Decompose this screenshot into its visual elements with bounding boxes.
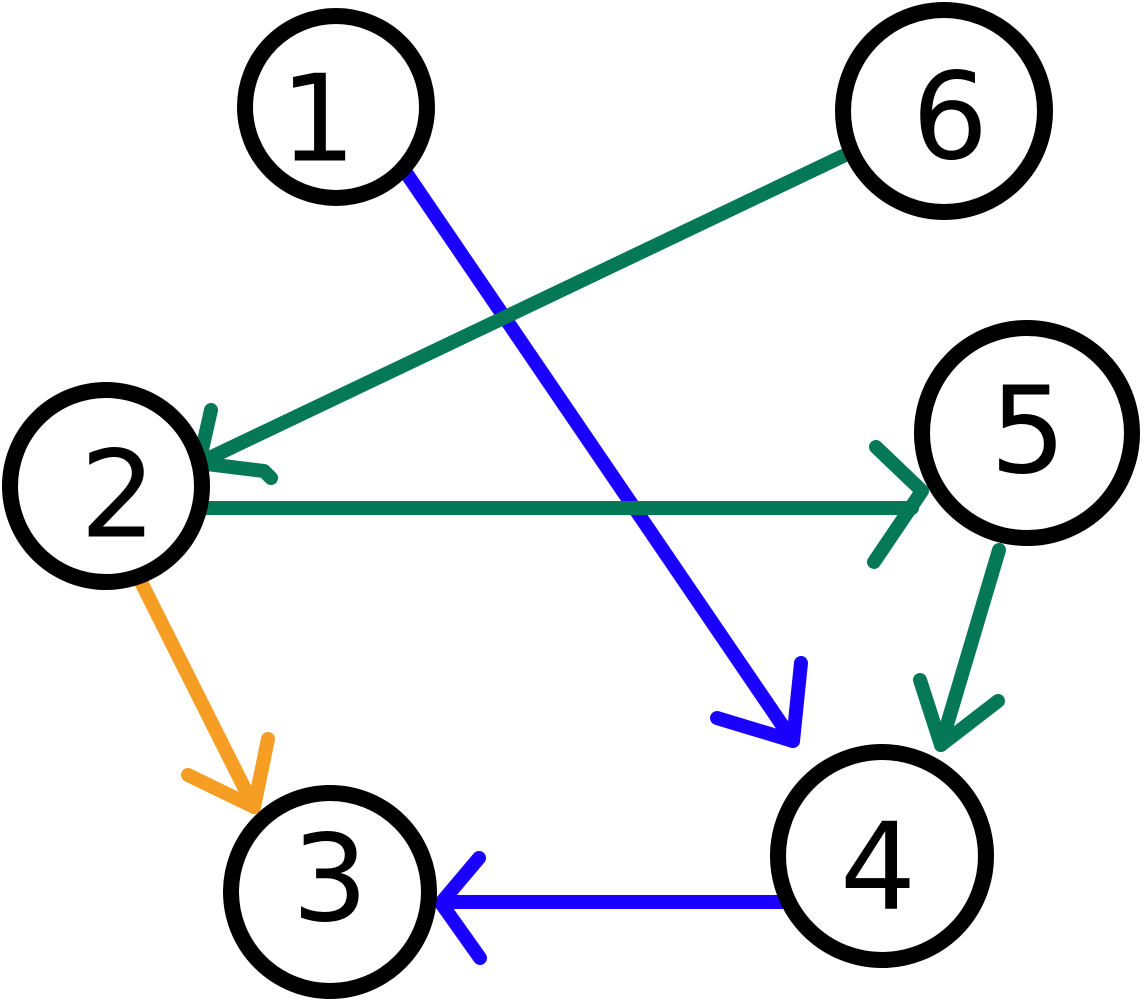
node-3: 3 bbox=[223, 785, 437, 999]
arrowhead-3-orange-icon bbox=[181, 732, 275, 814]
edge-5-to-4-line bbox=[934, 543, 1006, 752]
node-1: 1 bbox=[237, 8, 435, 206]
arrowhead-2-icon bbox=[192, 403, 278, 485]
edge-2-to-3 bbox=[133, 573, 275, 814]
edge-6-to-2-line bbox=[192, 149, 850, 470]
node-6-circle bbox=[835, 2, 1053, 220]
node-2-circle bbox=[2, 382, 210, 590]
edge-2-to-5 bbox=[185, 440, 929, 569]
node-1-label: 1 bbox=[280, 51, 356, 190]
node-2-label: 2 bbox=[80, 427, 156, 566]
node-6-label: 6 bbox=[912, 49, 988, 188]
edge-5-to-4 bbox=[913, 543, 1006, 752]
node-5-label: 5 bbox=[990, 363, 1066, 502]
node-4-circle bbox=[770, 744, 994, 968]
arrowhead-5-icon bbox=[867, 440, 929, 569]
node-5-circle bbox=[914, 320, 1140, 546]
edges bbox=[133, 149, 1006, 965]
node-1-circle bbox=[237, 8, 435, 206]
node-2: 2 bbox=[2, 382, 210, 590]
node-4-label: 4 bbox=[840, 799, 916, 938]
edge-2-to-3-line bbox=[133, 573, 261, 814]
edge-4-to-3 bbox=[434, 851, 790, 965]
node-6: 6 bbox=[835, 2, 1053, 220]
node-4: 4 bbox=[770, 744, 994, 968]
node-3-label: 3 bbox=[292, 811, 368, 950]
node-3-circle bbox=[223, 785, 437, 999]
arrowhead-4-icon bbox=[710, 656, 808, 748]
arrowhead-3-blue-icon bbox=[434, 851, 487, 965]
edge-6-to-2 bbox=[192, 149, 850, 485]
edge-1-to-4 bbox=[389, 151, 808, 748]
edge-1-to-4-line bbox=[389, 151, 800, 748]
node-5: 5 bbox=[914, 320, 1140, 546]
arrowhead-4-green-icon bbox=[913, 673, 1005, 752]
